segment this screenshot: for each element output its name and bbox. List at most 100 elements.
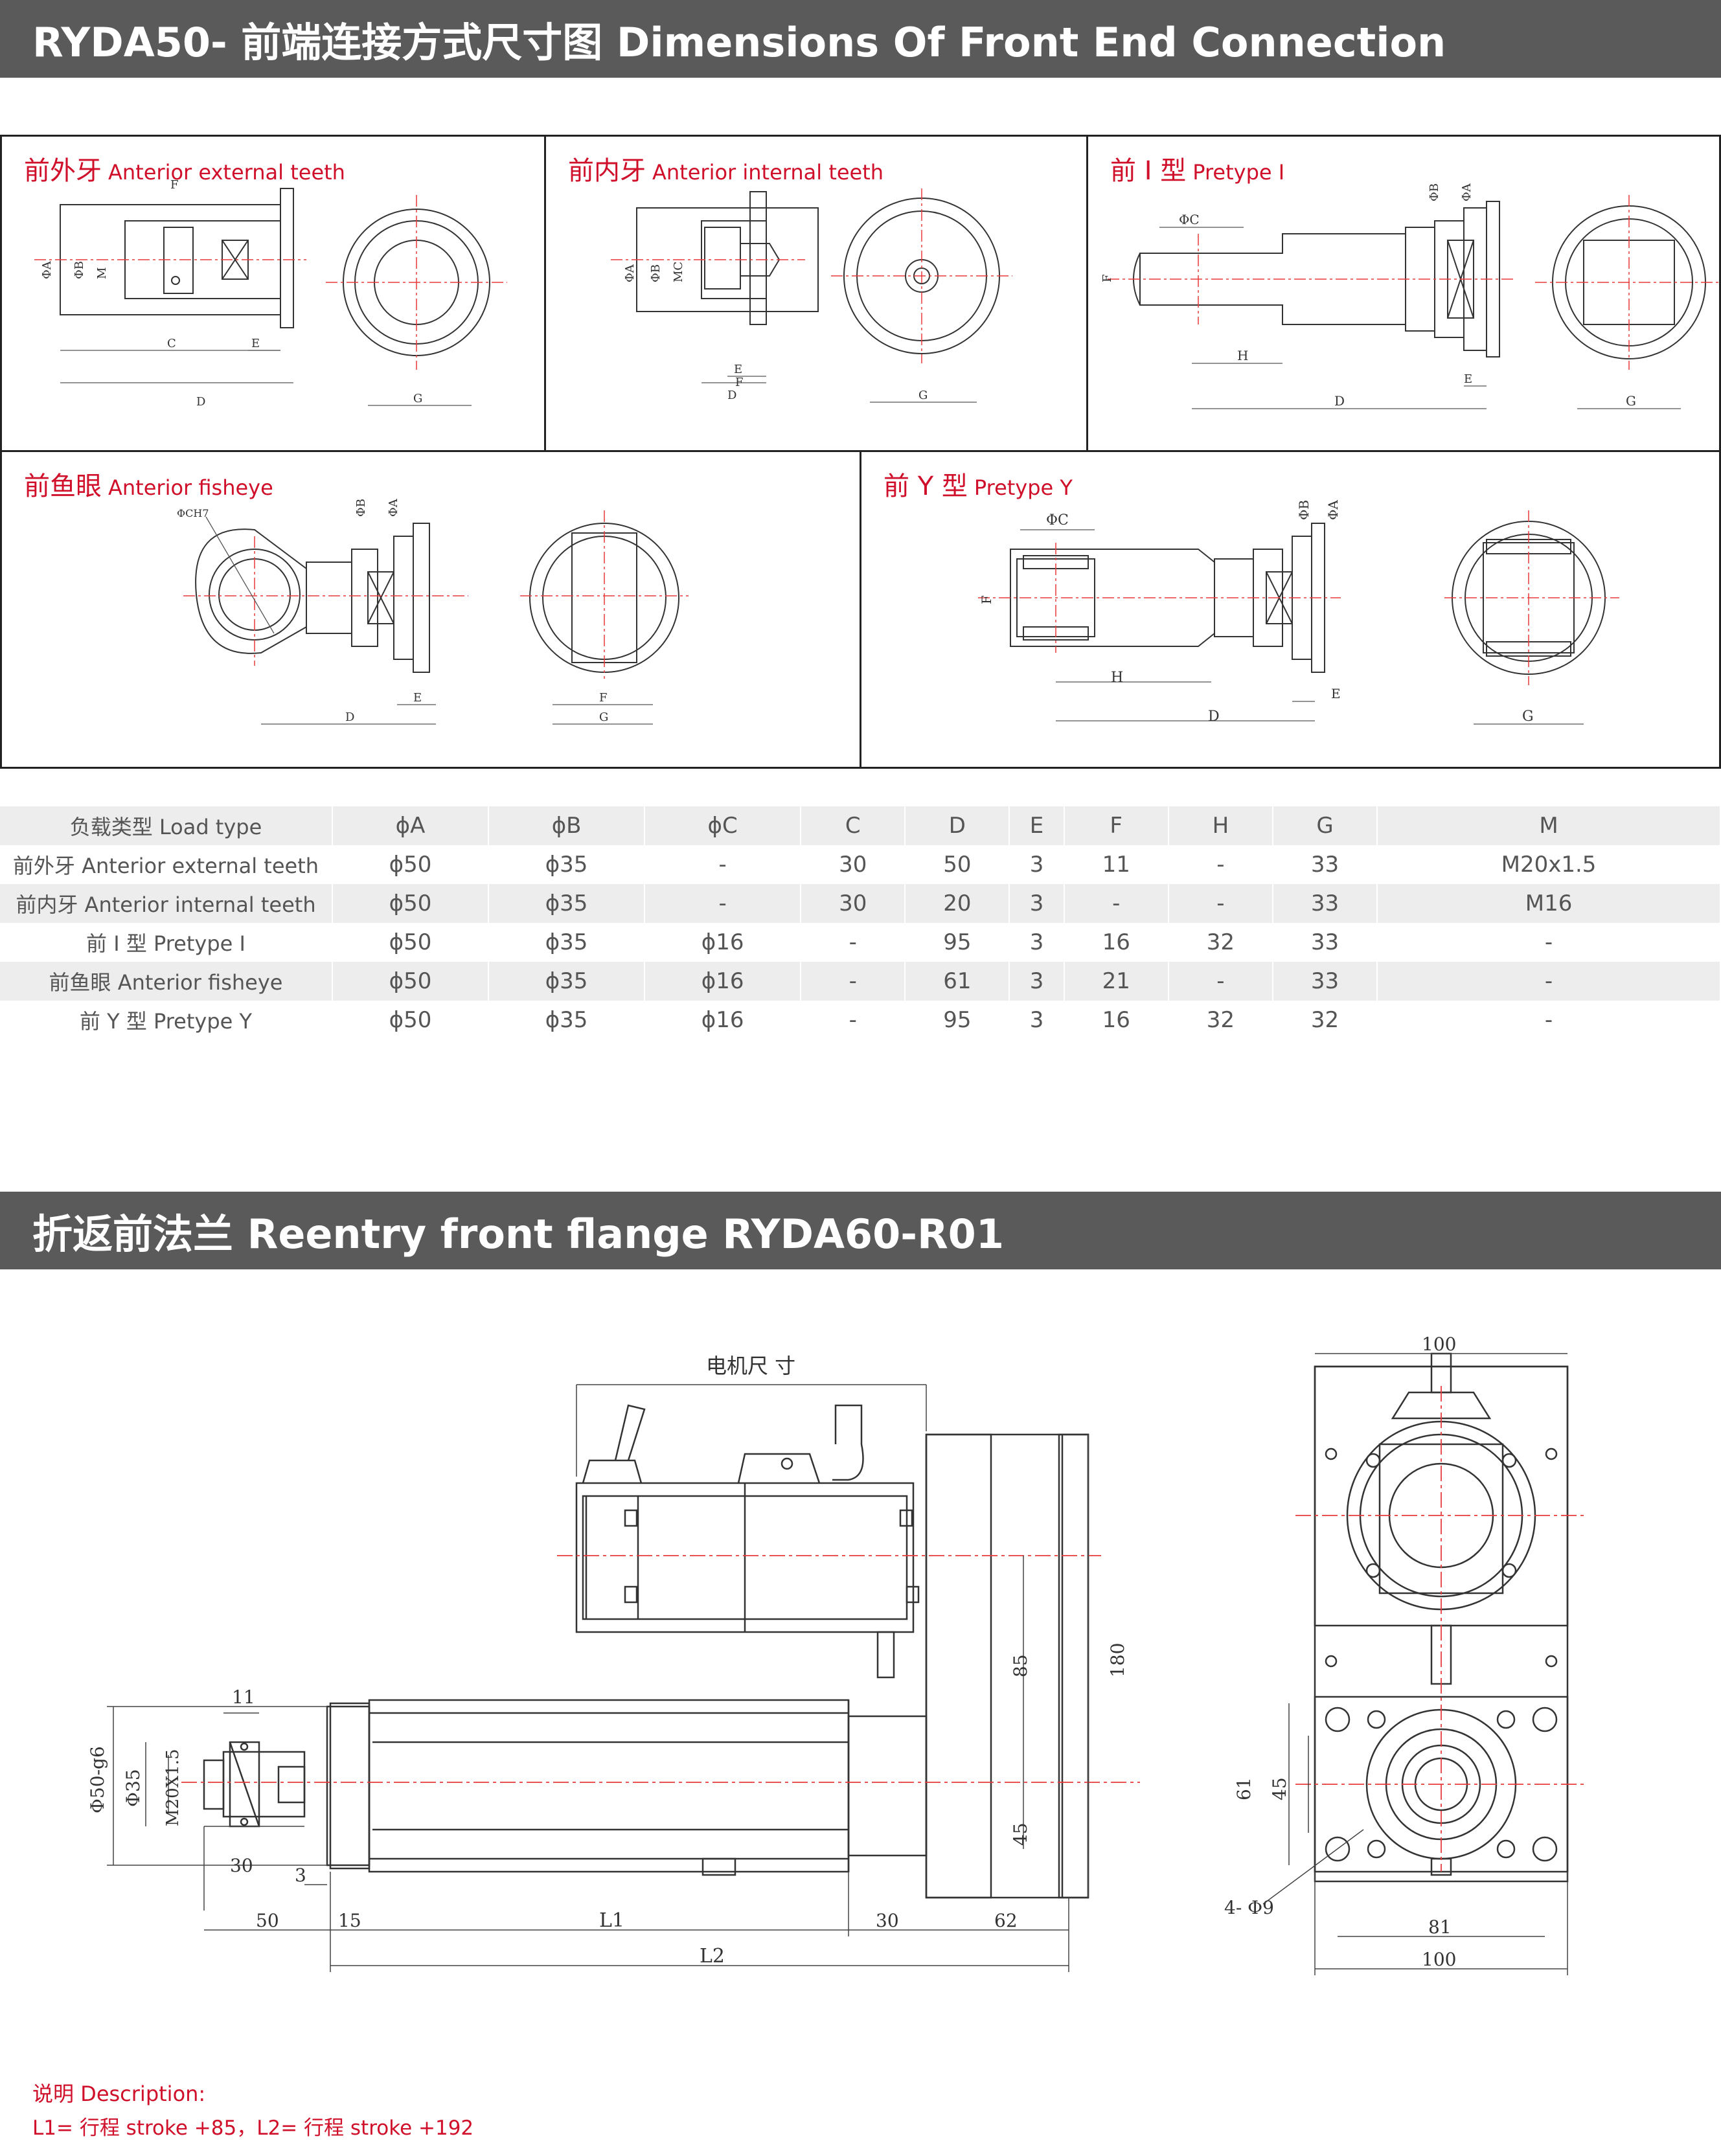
dim-180: 180 <box>1107 1643 1128 1677</box>
dim-label-d: D <box>727 389 736 402</box>
dim-label-c: C <box>167 337 176 350</box>
table-row: 前内牙 Anterior internal teeth ϕ50 ϕ35 - 30… <box>0 884 1721 923</box>
dim-label-h: H <box>1237 348 1248 363</box>
table-cell: 30 <box>801 884 906 923</box>
table-cell: ϕ50 <box>332 923 490 962</box>
dim-label-phi-a: ΦA <box>40 260 54 279</box>
dim-label-f: F <box>599 691 608 705</box>
table-cell: 20 <box>905 884 1010 923</box>
dim-label-phi-b: ΦB <box>1296 500 1312 520</box>
table-cell: - <box>1168 962 1273 1001</box>
table-row: 前 I 型 Pretype I ϕ50 ϕ35 ϕ16 - 95 3 16 32… <box>0 923 1721 962</box>
dim-45-right: 45 <box>1269 1777 1290 1800</box>
page-title-banner: RYDA50- 前端连接方式尺寸图 Dimensions Of Front En… <box>0 0 1721 78</box>
table-cell: 21 <box>1064 962 1169 1001</box>
table-cell: 61 <box>905 962 1010 1001</box>
table-cell: 前鱼眼 Anterior fisheye <box>0 962 333 1001</box>
description: 说明 Description: L1= 行程 stroke +85，L2= 行程… <box>32 2078 473 2140</box>
table-cell: - <box>1168 845 1273 884</box>
table-cell: - <box>801 1001 906 1039</box>
dim-label-d: D <box>196 395 205 409</box>
table-cell: 前 Y 型 Pretype Y <box>0 1001 333 1039</box>
table-cell: - <box>1377 1001 1721 1039</box>
table-cell: ϕ35 <box>488 923 646 962</box>
dim-label-phi-b: ΦB <box>649 264 663 282</box>
table-cell: - <box>1377 962 1721 1001</box>
dim-label-f: F <box>979 595 994 604</box>
dim-label-e: E <box>1331 686 1341 701</box>
reentry-flange-drawing: 电机尺 寸 11 Φ50-g6 Φ35 M20X1.5 30 3 50 15 L… <box>87 1333 1587 1975</box>
table-cell: 50 <box>905 845 1010 884</box>
page-title: RYDA50- 前端连接方式尺寸图 Dimensions Of Front En… <box>32 19 1446 66</box>
dim-label-mc: MC <box>672 262 685 282</box>
dim-l1: L1 <box>599 1909 624 1932</box>
table-cell: ϕ35 <box>488 962 646 1001</box>
dim-3: 3 <box>295 1865 306 1886</box>
dim-label-phi-b: ΦB <box>73 261 86 279</box>
dimension-table: 负载类型 Load type ϕA ϕB ϕC C D E F H G M 前外… <box>0 806 1721 1039</box>
dim-50: 50 <box>256 1910 279 1931</box>
table-header-row: 负载类型 Load type ϕA ϕB ϕC C D E F H G M <box>0 806 1721 845</box>
table-cell: M16 <box>1377 884 1721 923</box>
dim-l2: L2 <box>700 1945 725 1968</box>
table-cell: ϕ16 <box>644 1001 802 1039</box>
table-cell: ϕ35 <box>488 1001 646 1039</box>
table-cell: 11 <box>1064 845 1169 884</box>
pretype-y-drawing: ΦC ΦB ΦA F H E D G <box>978 500 1619 725</box>
dim-81: 81 <box>1428 1916 1452 1938</box>
dim-11: 11 <box>232 1686 255 1708</box>
table-cell: 3 <box>1009 845 1065 884</box>
external-teeth-drawing: F ΦA ΦB M C E D G <box>34 178 507 409</box>
dim-label-d: D <box>1208 709 1220 725</box>
table-header-cell: ϕB <box>488 806 646 845</box>
table-cell: 3 <box>1009 1001 1065 1039</box>
table-cell: 32 <box>1168 923 1273 962</box>
table-cell: ϕ16 <box>644 962 802 1001</box>
table-cell: 前 I 型 Pretype I <box>0 923 333 962</box>
table-cell: ϕ35 <box>488 884 646 923</box>
section-title: 折返前法兰 Reentry front flange RYDA60-R01 <box>32 1210 1004 1258</box>
table-cell: - <box>644 884 802 923</box>
dim-label-phi-c: ΦC <box>1179 212 1200 227</box>
section-title-banner: 折返前法兰 Reentry front flange RYDA60-R01 <box>0 1192 1721 1269</box>
table-cell: 16 <box>1064 1001 1169 1039</box>
table-cell: 33 <box>1272 962 1378 1001</box>
table-cell: 3 <box>1009 923 1065 962</box>
dim-61: 61 <box>1233 1777 1255 1800</box>
table-cell: 33 <box>1272 845 1378 884</box>
internal-teeth-drawing: ΦA ΦB MC E F D G <box>611 188 1012 403</box>
table-cell: 33 <box>1272 923 1378 962</box>
dim-30-rod: 30 <box>230 1855 253 1876</box>
dim-label-f: F <box>735 376 744 389</box>
dim-label-e: E <box>251 337 260 350</box>
table-header-cell: ϕC <box>644 806 802 845</box>
dim-label-f: F <box>1100 275 1114 283</box>
table-cell: 3 <box>1009 884 1065 923</box>
table-row: 前 Y 型 Pretype Y ϕ50 ϕ35 ϕ16 - 95 3 16 32… <box>0 1001 1721 1039</box>
pretype-i-drawing: ΦC ΦB ΦA F H E D G <box>1100 183 1721 409</box>
dim-45: 45 <box>1010 1822 1031 1846</box>
dim-label-g: G <box>413 392 422 405</box>
table-header-cell: 负载类型 Load type <box>0 806 333 845</box>
table-cell: - <box>644 845 802 884</box>
table-cell: 前外牙 Anterior external teeth <box>0 845 333 884</box>
dim-62: 62 <box>994 1910 1018 1931</box>
dim-label-phi-a: ΦA <box>387 498 400 517</box>
table-cell: ϕ35 <box>488 845 646 884</box>
dim-label-g: G <box>1522 709 1534 725</box>
table-cell: 3 <box>1009 962 1065 1001</box>
dim-100-bottom: 100 <box>1422 1949 1456 1970</box>
dim-15: 15 <box>338 1910 361 1931</box>
dim-phi50-g6: Φ50-g6 <box>87 1746 108 1813</box>
dim-label-phi-a: ΦA <box>1460 183 1474 201</box>
description-text: L1= 行程 stroke +85，L2= 行程 stroke +192 <box>32 2116 474 2140</box>
table-header-cell: F <box>1064 806 1169 845</box>
table-cell: 95 <box>905 1001 1010 1039</box>
table-cell: - <box>801 923 906 962</box>
